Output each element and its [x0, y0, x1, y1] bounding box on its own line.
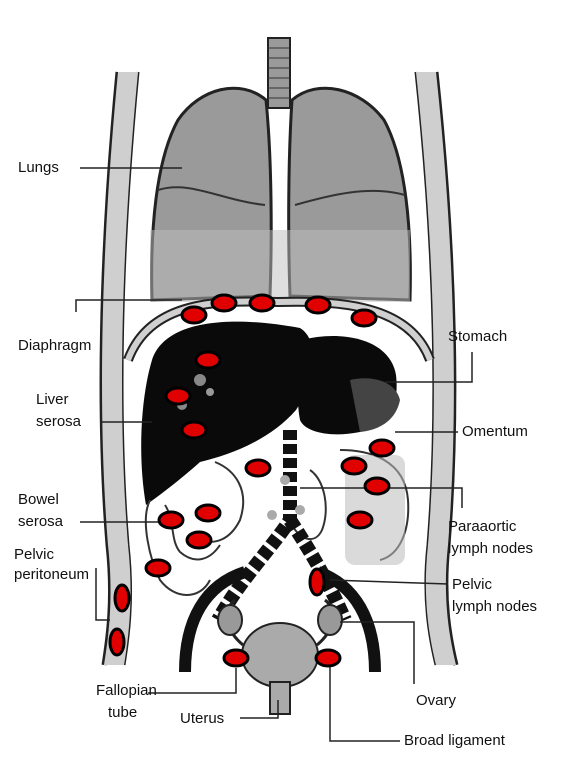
- label-ovary: Ovary: [416, 692, 456, 710]
- lesion-dot: [306, 297, 330, 313]
- label-pelvic-lymph-line1: Pelvic: [452, 576, 492, 594]
- label-pelvic-peritoneum-line1: Pelvic: [14, 546, 54, 564]
- lesion-dot: [196, 505, 220, 521]
- lesion-dot: [182, 307, 206, 323]
- label-liver-serosa-line1: Liver: [36, 391, 69, 409]
- label-pelvic-lymph-line2: lymph nodes: [452, 598, 537, 616]
- label-pelvic-peritoneum-line2: peritoneum: [14, 566, 89, 584]
- lesion-dot: [146, 560, 170, 576]
- label-fallopian-tube-line2: tube: [108, 704, 137, 722]
- lesion-dot: [115, 585, 129, 611]
- label-bowel-serosa-line2: serosa: [18, 513, 63, 531]
- label-broad-ligament: Broad ligament: [404, 732, 505, 750]
- lesion-dot: [182, 422, 206, 438]
- label-liver-serosa-line2: serosa: [36, 413, 81, 431]
- lesion-dot: [159, 512, 183, 528]
- label-uterus: Uterus: [180, 710, 224, 728]
- lesion-dot: [196, 352, 220, 368]
- label-paraaortic-line1: Paraaortic: [448, 518, 516, 536]
- lesion-dot: [365, 478, 389, 494]
- label-paraaortic-line2: lymph nodes: [448, 540, 533, 558]
- label-fallopian-tube-line1: Fallopian: [96, 682, 157, 700]
- lungs: [150, 88, 410, 302]
- lesion-dot: [310, 569, 324, 595]
- lesion-dot: [316, 650, 340, 666]
- lesion-dot: [166, 388, 190, 404]
- stomach: [298, 336, 400, 434]
- lesion-dot: [250, 295, 274, 311]
- lesion-dot: [187, 532, 211, 548]
- label-bowel-serosa-line1: Bowel: [18, 491, 59, 509]
- lesion-dot: [110, 629, 124, 655]
- label-lungs: Lungs: [18, 159, 59, 177]
- label-stomach: Stomach: [448, 328, 507, 346]
- lesion-dot: [212, 295, 236, 311]
- label-diaphragm: Diaphragm: [18, 337, 91, 355]
- lesion-dot: [246, 460, 270, 476]
- lesion-dot: [342, 458, 366, 474]
- lesion-dot: [224, 650, 248, 666]
- lesion-dot: [348, 512, 372, 528]
- lesion-dot: [370, 440, 394, 456]
- label-omentum: Omentum: [462, 423, 528, 441]
- lesion-dot: [352, 310, 376, 326]
- trachea: [268, 38, 290, 108]
